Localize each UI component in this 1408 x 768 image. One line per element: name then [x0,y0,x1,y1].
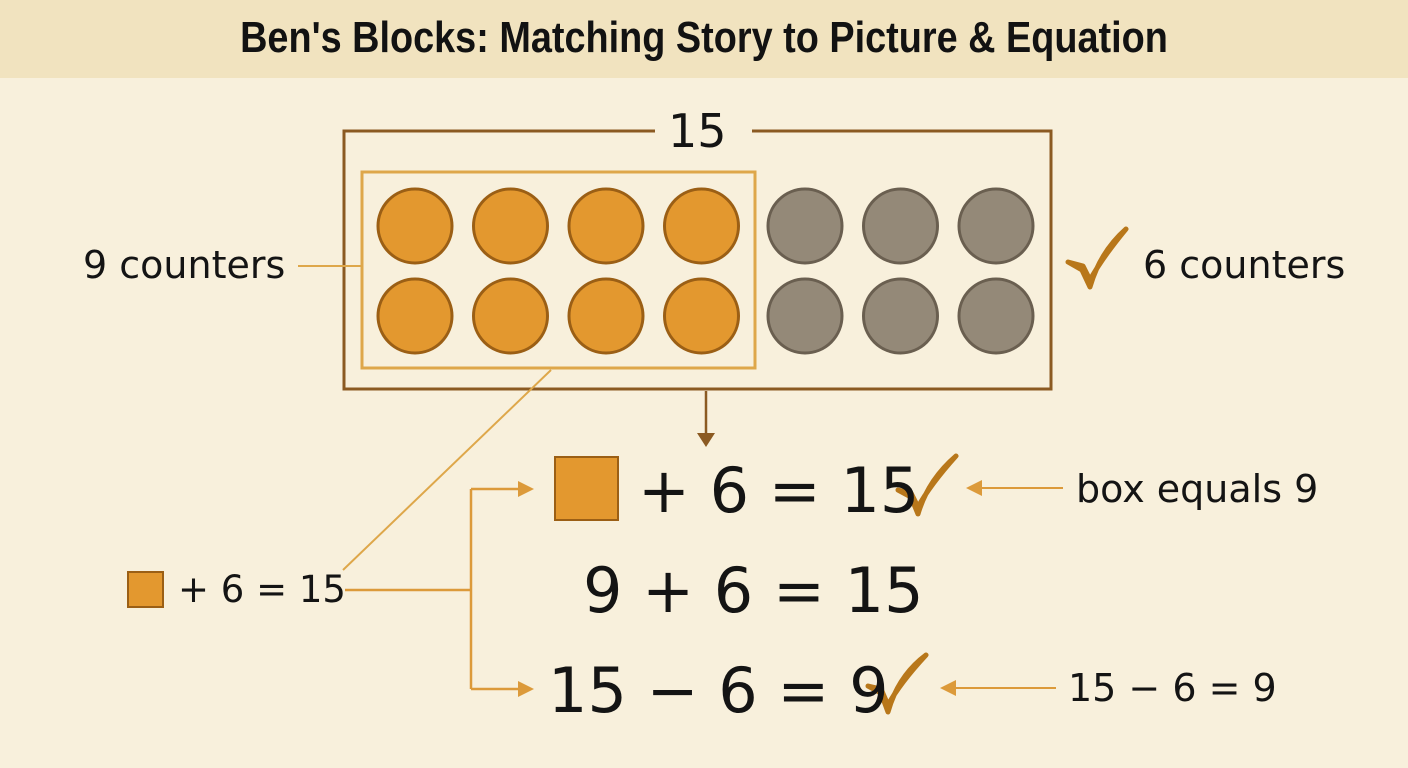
note-arrow-head-bottom [940,680,956,696]
title-banner [0,0,1408,78]
bracket-arrow-bottom [518,681,534,697]
note-arrow-head-top [966,480,982,496]
gray-counter [957,277,1035,355]
subtract-note: 15 − 6 = 9 [1068,666,1277,710]
down-arrow-head [697,433,715,447]
page-title: Ben's Blocks: Matching Story to Picture … [240,13,1168,62]
box-plus-equation: + 6 = 15 [638,454,920,527]
small-unknown-box [127,571,164,608]
orange-counter [663,187,740,265]
gray-counter [766,277,844,355]
orange-counter [567,277,645,355]
solved-equation: 9 + 6 = 15 [583,554,924,627]
bracket-arrow-top [518,481,534,497]
orange-counter [472,277,549,355]
check-icon [895,453,959,517]
box-equals-note: box equals 9 [1076,467,1319,511]
orange-counter [376,187,454,265]
counter-grid [376,187,1035,355]
total-frame [342,129,1053,391]
small-box-equation-text: + 6 = 15 [178,568,346,611]
gray-counter [862,277,939,355]
group-highlight-box [360,170,757,370]
check-icon [865,652,929,715]
orange-counter [663,277,740,355]
left-group-label: 9 counters [83,243,286,287]
unknown-box [554,456,619,521]
picture-to-equation-leader [342,369,552,571]
check-icon [1065,226,1129,290]
gray-counter [957,187,1035,265]
gray-counter [766,187,844,265]
subtract-equation: 15 − 6 = 9 [548,654,889,727]
right-group-label: 6 counters [1143,243,1346,287]
orange-counter [567,187,645,265]
orange-counter [472,187,549,265]
gray-counter [862,187,939,265]
orange-counter [376,277,454,355]
total-label: 15 [668,104,727,158]
bracket-connector [345,487,520,691]
